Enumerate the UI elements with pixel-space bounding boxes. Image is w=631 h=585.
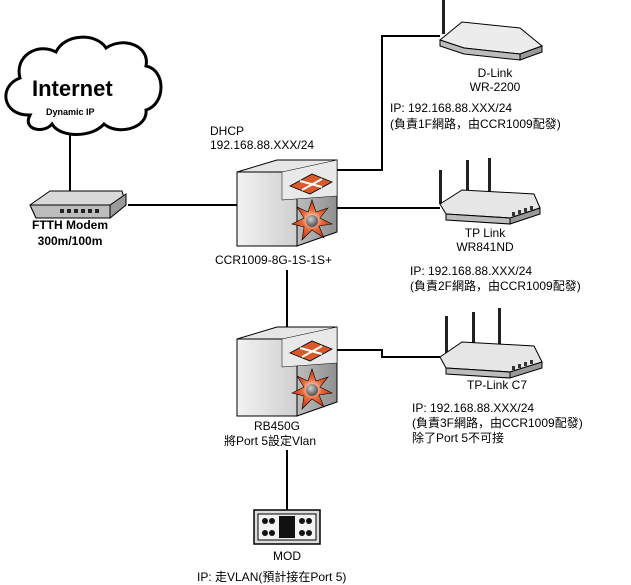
rb450g-note-label: 將Port 5設定Vlan — [224, 434, 317, 448]
connection-lines — [69, 35, 440, 510]
dlink-note-label: (負責1F網路，由CCR1009配發) — [390, 117, 561, 131]
link-rb450g-c7 — [337, 349, 440, 358]
ccr-dhcp-label: DHCP — [210, 124, 245, 138]
tplink-c7-icon — [439, 308, 543, 379]
mod-name-label: MOD — [273, 549, 301, 563]
dlink-brand-label: D-Link — [477, 66, 513, 80]
router-burst-icon — [291, 199, 333, 241]
rb450g-router-icon — [236, 326, 338, 417]
c7-note-label: (負責3F網路，由CCR1009配發) — [412, 416, 583, 430]
tplink-model-label: WR841ND — [456, 240, 514, 254]
ccr1009-router-icon — [236, 159, 338, 247]
c7-brand-label: TP-Link C7 — [466, 378, 528, 392]
internet-cloud — [4, 35, 163, 136]
modem-name: FTTH Modem — [32, 218, 108, 232]
ccr-model-label: CCR1009-8G-1S-1S+ — [215, 253, 333, 267]
rb450g-model-label: RB450G — [253, 419, 301, 433]
tplink-note-label: (負責2F網路，由CCR1009配發) — [410, 279, 581, 293]
mod-settop-box-icon — [253, 509, 321, 545]
link-ccr-dlink — [337, 35, 440, 171]
c7-ip-label: IP: 192.168.88.XXX/24 — [412, 401, 535, 415]
dlink-ip-label: IP: 192.168.88.XXX/24 — [390, 101, 513, 115]
internet-title: Internet — [32, 76, 113, 101]
router-arrows-icon — [289, 173, 333, 195]
dlink-model-label: WR-2200 — [469, 80, 521, 94]
modem-speed: 300m/100m — [37, 234, 103, 248]
tplink-wr841nd-icon — [439, 158, 541, 225]
dlink-router-icon — [438, 0, 543, 61]
tplink-ip-label: IP: 192.168.88.XXX/24 — [410, 264, 533, 278]
ftth-modem-icon — [29, 190, 127, 220]
mod-ip-label: IP: 走VLAN(預計接在Port 5) — [197, 570, 347, 584]
tplink-brand-label: TP Link — [464, 226, 506, 240]
c7-note2-label: 除了Port 5不可接 — [412, 431, 505, 445]
internet-subtitle: Dynamic IP — [46, 107, 95, 117]
ccr-subnet-label: 192.168.88.XXX/24 — [210, 138, 315, 152]
